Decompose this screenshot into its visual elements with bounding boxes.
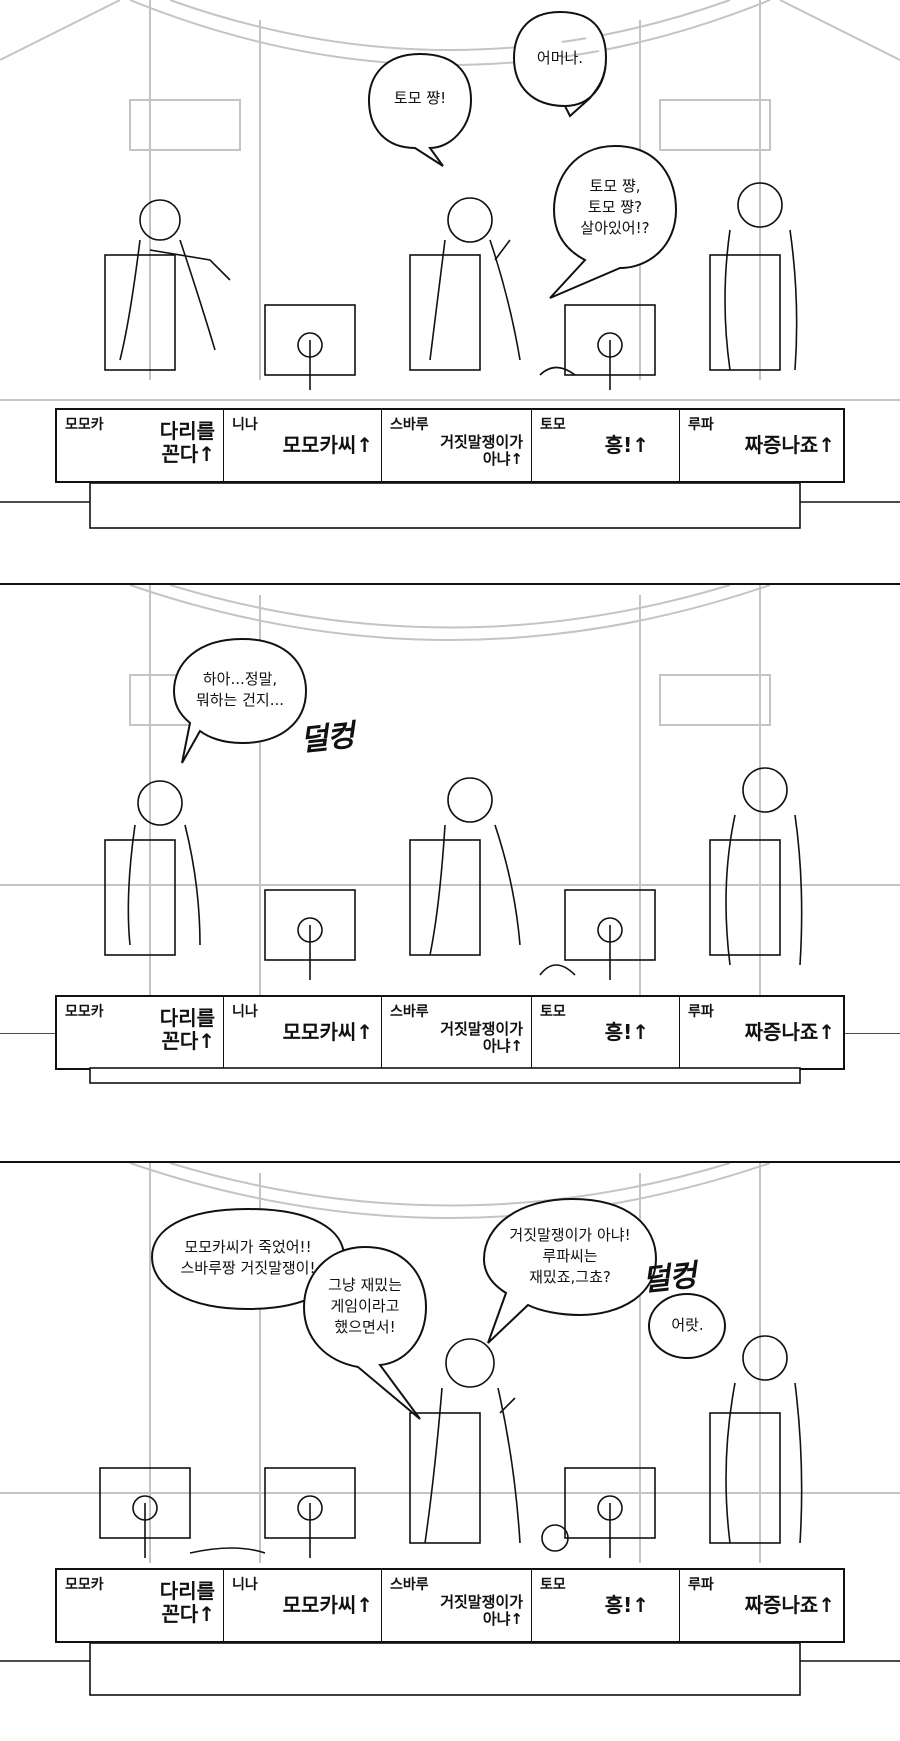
speech-bubble: 그냥 재밌는 게임이라고 했으면서!	[300, 1243, 430, 1423]
player-name: 스바루	[390, 417, 429, 433]
stage-base	[0, 1642, 900, 1696]
bubble-shape	[482, 1197, 658, 1344]
player-name: 루파	[688, 417, 714, 433]
nameplate-table: 모모카 다리를 꼰다↑ 니나 모모카씨↑ 스바루 거짓말쟁이가 아냐↑ 토모 흥…	[55, 995, 845, 1070]
bubble-shape	[549, 144, 678, 299]
nameplate-word: 다리를 꼰다↑	[159, 1579, 215, 1626]
player-name: 니나	[232, 1004, 258, 1020]
nameplate-tomo: 토모 흥!↑	[532, 410, 680, 481]
nameplate-word: 흥!↑	[604, 1020, 649, 1044]
speech-bubble: 어머나.	[510, 8, 610, 118]
player-name: 토모	[540, 1004, 566, 1020]
nameplate-word: 짜증나죠↑	[744, 1020, 835, 1044]
nameplate-word: 흥!↑	[604, 433, 649, 457]
player-name: 토모	[540, 417, 566, 433]
nameplate-word: 다리를 꼰다↑	[159, 419, 215, 466]
nameplate-nina: 니나 모모카씨↑	[224, 410, 382, 481]
speech-bubble: 토모 쨩, 토모 쨩? 살아있어!?	[549, 140, 680, 300]
player-name: 루파	[688, 1004, 714, 1020]
sound-effect: 덜컹	[298, 718, 356, 759]
nameplate-word: 모모카씨↑	[282, 1593, 373, 1617]
stage-base	[0, 482, 900, 529]
nameplate-nina: 니나 모모카씨↑	[224, 1570, 382, 1641]
speech-bubble: 토모 쨩!	[365, 48, 475, 168]
nameplate-nina: 니나 모모카씨↑	[224, 997, 382, 1068]
nameplate-word: 짜증나죠↑	[744, 433, 835, 457]
speech-bubble: 하아...정말, 뭐하는 건지...	[170, 635, 310, 765]
speech-bubble: 어랏.	[645, 1288, 730, 1368]
nameplate-word: 거짓말쟁이가 아냐↑	[440, 1593, 523, 1629]
bubble-shape	[512, 11, 608, 118]
bubble-shape	[367, 52, 473, 167]
panel-divider	[0, 1161, 900, 1163]
speech-bubble: 거짓말쟁이가 아냐! 루파씨는 재밌죠,그쵸?	[480, 1195, 660, 1345]
player-name: 스바루	[390, 1004, 429, 1020]
nameplate-word: 짜증나죠↑	[744, 1593, 835, 1617]
nameplate-word: 흥!↑	[604, 1593, 649, 1617]
nameplate-subaru: 스바루 거짓말쟁이가 아냐↑	[382, 1570, 532, 1641]
nameplate-word: 거짓말쟁이가 아냐↑	[440, 1020, 523, 1056]
nameplate-rupa: 루파 짜증나죠↑	[680, 1570, 843, 1641]
nameplate-subaru: 스바루 거짓말쟁이가 아냐↑	[382, 410, 532, 481]
nameplate-table: 모모카 다리를 꼰다↑ 니나 모모카씨↑ 스바루 거짓말쟁이가 아냐↑ 토모 흥…	[55, 1568, 845, 1643]
bubble-text: 어랏.	[671, 1316, 704, 1334]
player-name: 니나	[232, 417, 258, 433]
bubble-text: 토모 쨩!	[393, 89, 447, 107]
nameplate-word: 거짓말쟁이가 아냐↑	[440, 433, 523, 469]
player-name: 루파	[688, 1577, 714, 1593]
nameplate-tomo: 토모 흥!↑	[532, 997, 680, 1068]
nameplate-rupa: 루파 짜증나죠↑	[680, 410, 843, 481]
player-name: 니나	[232, 1577, 258, 1593]
nameplate-rupa: 루파 짜증나죠↑	[680, 997, 843, 1068]
player-name: 모모카	[65, 1004, 104, 1020]
bubble-text: 하아...정말, 뭐하는 건지...	[195, 670, 285, 709]
bubble-shape	[172, 637, 308, 764]
player-name: 스바루	[390, 1577, 429, 1593]
bubble-text: 토모 쨩, 토모 쨩? 살아있어!?	[580, 177, 650, 237]
stage-base	[0, 1033, 900, 1084]
nameplate-table: 모모카 다리를 꼰다↑ 니나 모모카씨↑ 스바루 거짓말쟁이가 아냐↑ 토모 흥…	[55, 408, 845, 483]
player-name: 모모카	[65, 417, 104, 433]
bubble-shape	[150, 1207, 346, 1311]
bubble-text: 어머나.	[536, 49, 584, 67]
player-name: 토모	[540, 1577, 566, 1593]
player-name: 모모카	[65, 1577, 104, 1593]
bubble-shape	[302, 1245, 428, 1420]
comic-panel-1: 토모 쨩! 어머나. 토모 쨩, 토모 쨩? 살아있어!? 모모카 다리를 꼰다…	[0, 0, 900, 560]
panel-divider	[0, 583, 900, 585]
nameplate-tomo: 토모 흥!↑	[532, 1570, 680, 1641]
bubble-text: 거짓말쟁이가 아냐! 루파씨는 재밌죠,그쵸?	[509, 1226, 631, 1286]
nameplate-word: 다리를 꼰다↑	[159, 1006, 215, 1053]
bubble-text: 그냥 재밌는 게임이라고 했으면서!	[328, 1276, 402, 1336]
speech-bubble: 모모카씨가 죽었어!! 스바루짱 거짓말쟁이!	[148, 1205, 348, 1315]
comic-panel-2: 하아...정말, 뭐하는 건지... 덜컹 모모카 다리를 꼰다↑ 니나 모모카…	[0, 585, 900, 1085]
bubble-shape	[648, 1293, 726, 1359]
bubble-text: 모모카씨가 죽었어!! 스바루짱 거짓말쟁이!	[180, 1238, 316, 1277]
nameplate-momoka: 모모카 다리를 꼰다↑	[57, 997, 224, 1068]
nameplate-word: 모모카씨↑	[282, 433, 373, 457]
nameplate-momoka: 모모카 다리를 꼰다↑	[57, 410, 224, 481]
nameplate-subaru: 스바루 거짓말쟁이가 아냐↑	[382, 997, 532, 1068]
stage-background	[0, 1163, 900, 1563]
nameplate-word: 모모카씨↑	[282, 1020, 373, 1044]
comic-panel-3: 모모카씨가 죽었어!! 스바루짱 거짓말쟁이! 그냥 재밌는 게임이라고 했으면…	[0, 1163, 900, 1741]
nameplate-momoka: 모모카 다리를 꼰다↑	[57, 1570, 224, 1641]
